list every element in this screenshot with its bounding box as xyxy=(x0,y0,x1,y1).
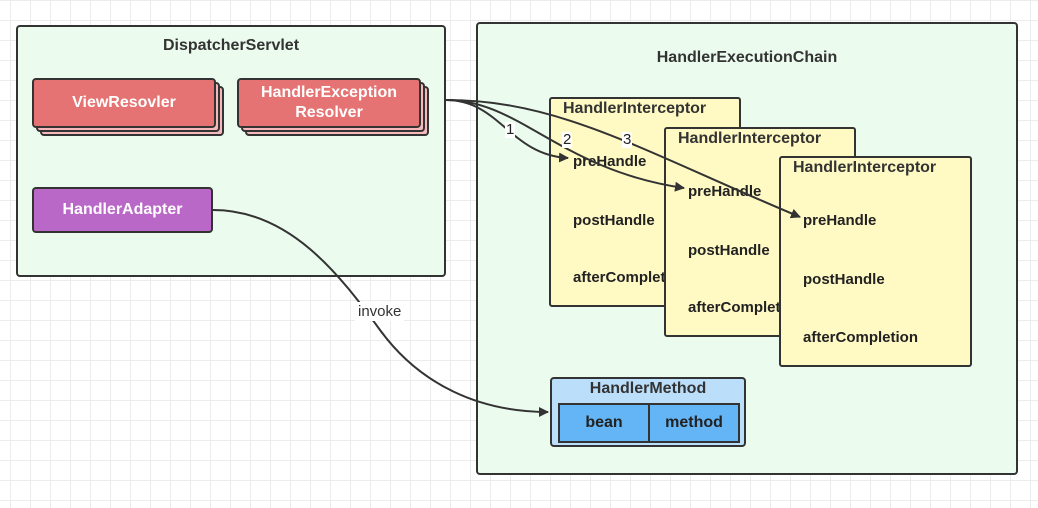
dispatcher-servlet-container: DispatcherServlet xyxy=(16,25,446,277)
handler-interceptor-1-title: HandlerInterceptor xyxy=(563,100,707,117)
handler-interceptor-1-posthandle: postHandle xyxy=(573,212,655,229)
handler-interceptor-3-prehandle: preHandle xyxy=(803,212,877,229)
dispatcher-servlet-title: DispatcherServlet xyxy=(162,37,300,54)
handler-adapter-label: HandlerAdapter xyxy=(62,201,183,218)
handler-interceptor-3-aftercompletion: afterCompletion xyxy=(803,329,919,346)
handler-interceptor-2-title: HandlerInterceptor xyxy=(678,130,822,147)
handler-interceptor-1-prehandle: preHandle xyxy=(573,153,647,170)
edge-label-invoke: invoke xyxy=(355,302,405,321)
handler-execution-chain-title: HandlerExecutionChain xyxy=(656,49,838,66)
view-resolver-label: ViewResovler xyxy=(72,94,176,111)
handler-method-fields: bean method xyxy=(558,403,740,443)
view-resolver-box[interactable]: ViewResovler xyxy=(32,78,216,128)
handler-exception-resolver-label-line2: Resolver xyxy=(295,104,363,121)
edge-label-2: 2 xyxy=(562,131,573,148)
handler-method-bean-cell: bean xyxy=(585,414,623,431)
handler-method-box[interactable]: HandlerMethod bean method xyxy=(550,377,746,447)
handler-interceptor-2-aftercompletion: afterCompletion xyxy=(688,299,804,316)
handler-adapter-box[interactable]: HandlerAdapter xyxy=(32,187,213,233)
handler-interceptor-2-posthandle: postHandle xyxy=(688,242,770,259)
handler-interceptor-2-prehandle: preHandle xyxy=(688,183,762,200)
handler-interceptor-3-title: HandlerInterceptor xyxy=(793,159,937,176)
edge-label-1: 1 xyxy=(505,121,516,138)
edge-label-3: 3 xyxy=(622,131,633,148)
handler-method-title: HandlerMethod xyxy=(589,380,707,397)
handler-exception-resolver-box[interactable]: HandlerException Resolver xyxy=(237,78,421,128)
handler-interceptor-1-aftercompletion: afterCompletion xyxy=(573,269,689,286)
handler-interceptor-3[interactable]: HandlerInterceptor preHandle postHandle … xyxy=(779,156,972,367)
handler-exception-resolver-label-line1: HandlerException xyxy=(260,84,398,101)
handler-interceptor-3-posthandle: postHandle xyxy=(803,271,885,288)
handler-method-method-cell: method xyxy=(648,405,738,441)
